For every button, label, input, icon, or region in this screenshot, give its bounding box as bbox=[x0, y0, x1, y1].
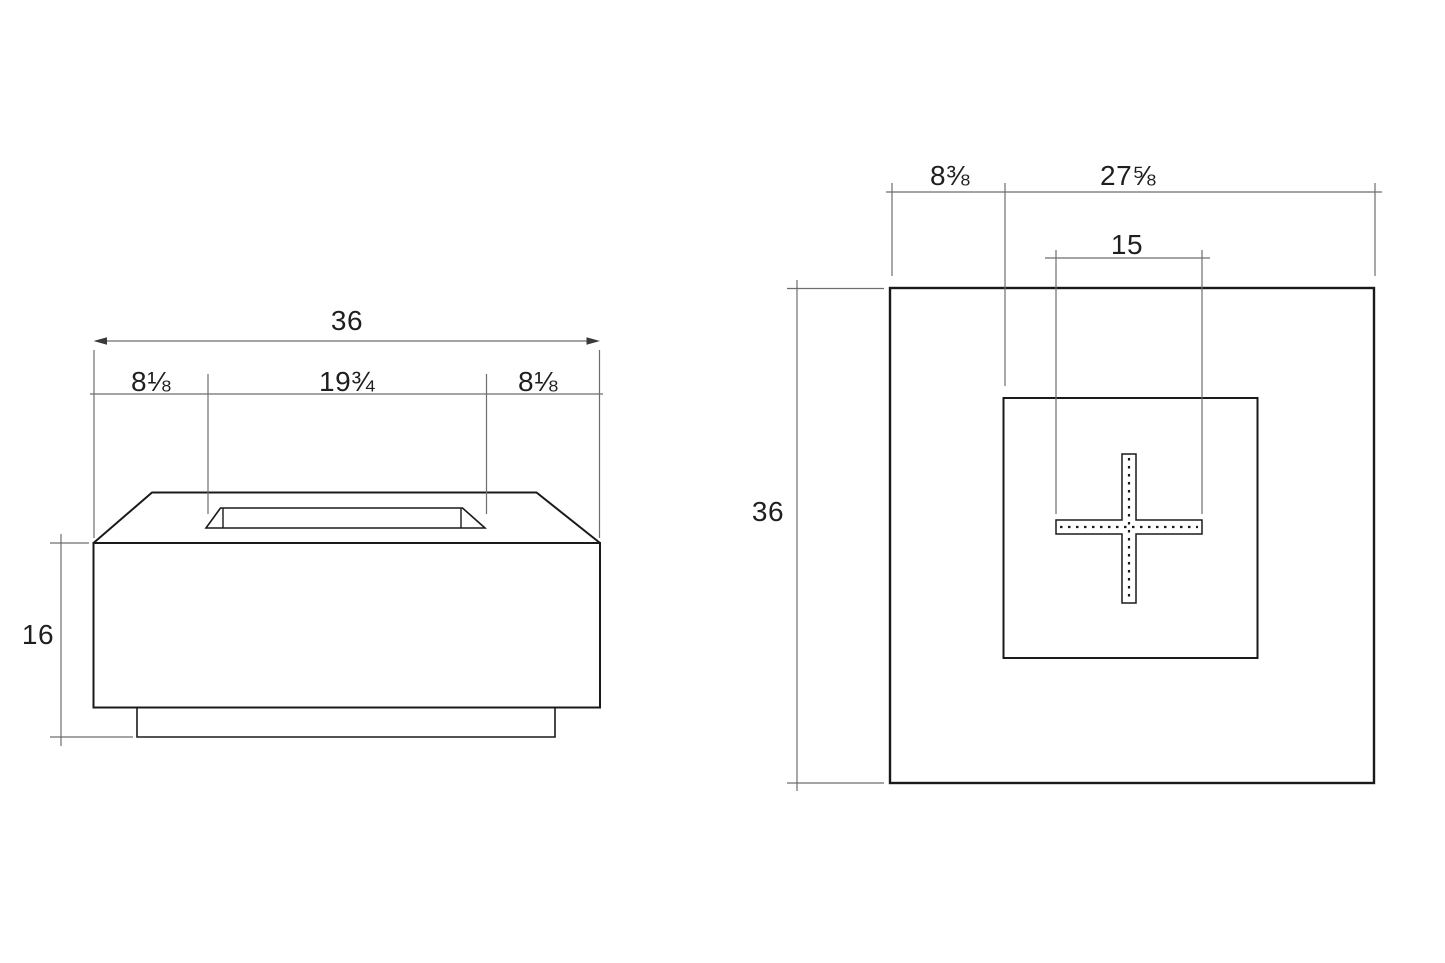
dim-arrow-right bbox=[586, 337, 600, 345]
dim-label-side-height: 16 bbox=[21, 619, 55, 650]
dim-label-top-burner-width: 15 bbox=[1110, 229, 1144, 260]
dim-label-side-right-margin: 8⅛ bbox=[518, 366, 558, 397]
top-view-drawing bbox=[888, 286, 1376, 785]
side-top-face bbox=[92, 491, 601, 544]
ext-lines-side-outer bbox=[93, 350, 601, 538]
side-front-face bbox=[92, 542, 601, 709]
dim-label-side-total-width: 36 bbox=[330, 305, 364, 336]
ext-lines-side-opening bbox=[207, 374, 488, 514]
dim-arrow-left bbox=[93, 337, 107, 345]
dim-label-side-left-margin: 8⅛ bbox=[131, 366, 171, 397]
dim-label-top-side-length: 36 bbox=[751, 496, 785, 527]
dim-label-side-opening-width: 19¾ bbox=[319, 366, 375, 397]
dim-label-top-edge-to-opening: 8⅜ bbox=[930, 160, 970, 191]
cross-burner-outline bbox=[1055, 453, 1203, 604]
ext-lines-top-row1 bbox=[891, 183, 1376, 386]
side-view-dimensions bbox=[50, 337, 603, 746]
dim-label-top-opening-to-edge: 27⅝ bbox=[1100, 160, 1156, 191]
side-base-plinth bbox=[136, 707, 556, 738]
ext-lines-top-burner bbox=[1055, 250, 1203, 514]
side-burner-opening-inner-edges bbox=[222, 508, 462, 528]
top-burner-pan-opening bbox=[1002, 397, 1259, 659]
side-view-drawing bbox=[92, 491, 601, 738]
ext-lines-top-side bbox=[787, 287, 884, 784]
side-burner-opening bbox=[204, 507, 488, 529]
ext-lines-side-height bbox=[50, 542, 133, 738]
top-view-dimensions bbox=[787, 183, 1382, 791]
top-outer-square bbox=[888, 286, 1376, 785]
